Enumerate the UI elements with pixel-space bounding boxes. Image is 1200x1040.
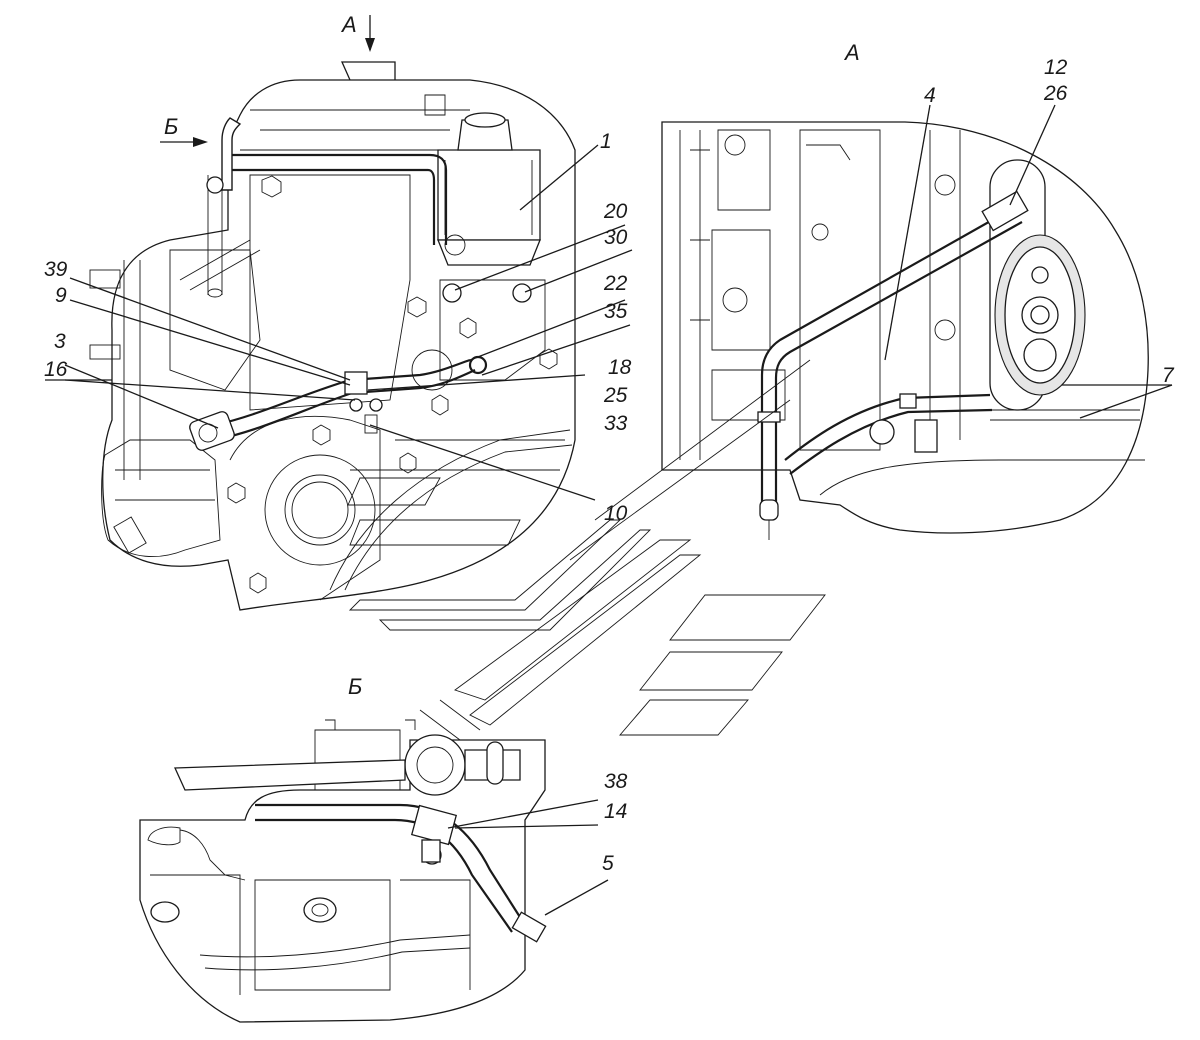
callout-10: 10 bbox=[604, 502, 628, 525]
label-group: А Б А Б 1 20 30 22 35 39 9 3 16 18 25 33… bbox=[44, 12, 1175, 875]
view-b-arrow-label: Б bbox=[164, 114, 178, 139]
callout-7: 7 bbox=[1162, 364, 1175, 387]
leader-lines bbox=[45, 104, 1173, 916]
view-arrow-a bbox=[365, 15, 375, 52]
view-b bbox=[139, 719, 547, 1023]
view-a bbox=[661, 121, 1149, 540]
view-b-title: Б bbox=[348, 674, 362, 699]
callout-30: 30 bbox=[604, 226, 628, 249]
callout-35: 35 bbox=[604, 300, 628, 323]
main-view bbox=[89, 61, 576, 611]
callout-12: 12 bbox=[1044, 56, 1068, 79]
background-chevron-marks bbox=[347, 359, 826, 741]
callout-14: 14 bbox=[604, 800, 627, 823]
callout-5: 5 bbox=[602, 852, 614, 875]
callout-38: 38 bbox=[604, 770, 628, 793]
callout-18: 18 bbox=[608, 356, 632, 379]
callout-1: 1 bbox=[600, 130, 612, 153]
callout-9: 9 bbox=[55, 284, 67, 307]
view-a-title: А bbox=[843, 40, 860, 65]
callout-25: 25 bbox=[603, 384, 628, 407]
view-a-arrow-label: А bbox=[340, 12, 357, 37]
callout-22: 22 bbox=[603, 272, 628, 295]
callout-26: 26 bbox=[1043, 82, 1068, 105]
callout-33: 33 bbox=[604, 412, 628, 435]
callout-3: 3 bbox=[54, 330, 66, 353]
callout-4: 4 bbox=[924, 84, 936, 107]
callout-20: 20 bbox=[603, 200, 628, 223]
view-arrow-b bbox=[160, 137, 208, 147]
callout-39: 39 bbox=[44, 258, 68, 281]
callout-16: 16 bbox=[44, 358, 68, 381]
